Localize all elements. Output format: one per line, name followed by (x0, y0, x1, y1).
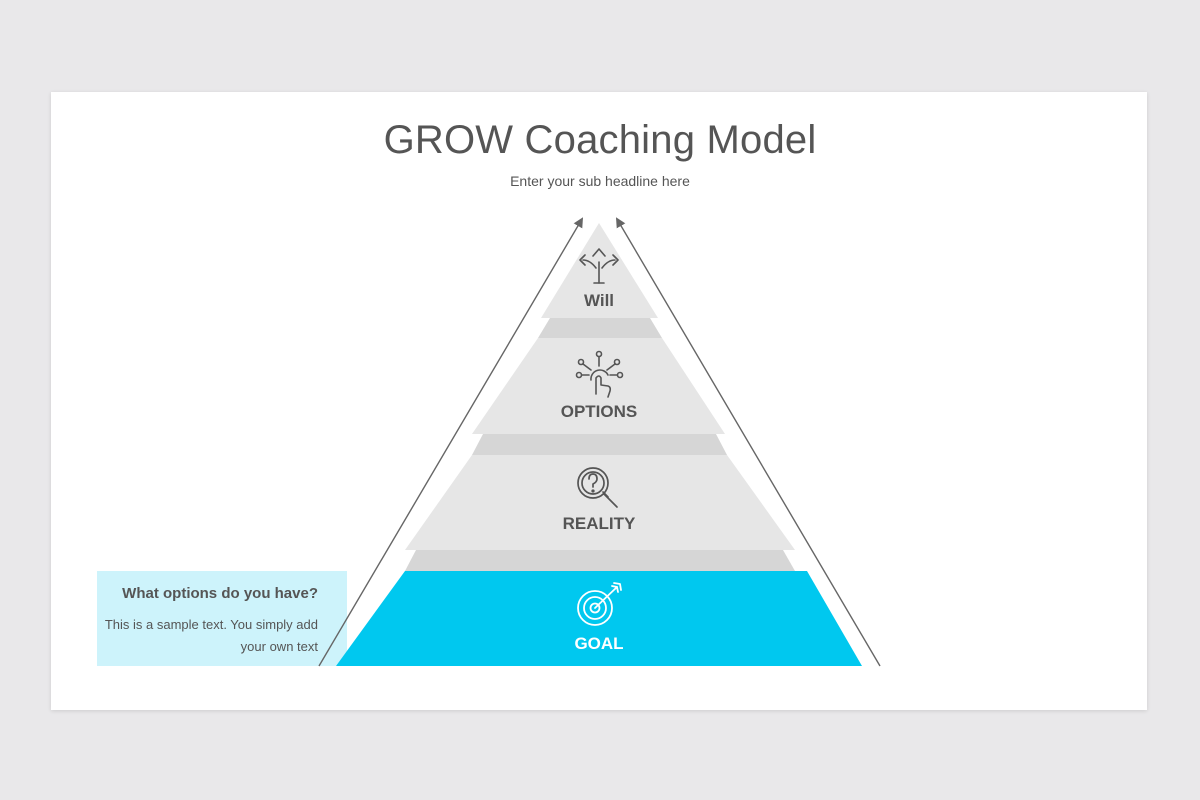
level-label-will: Will (584, 291, 614, 310)
callout-title: What options do you have? (122, 585, 318, 602)
separator-band-3 (405, 550, 795, 571)
callout-body: This is a sample text. You simply add yo… (104, 617, 318, 654)
level-label-options: OPTIONS (561, 402, 638, 421)
separator-band-2 (472, 434, 727, 455)
separator-band-1 (538, 318, 662, 338)
magnifier-question-icon (577, 467, 618, 508)
crossroads-arrows-icon (579, 248, 619, 284)
level-options (472, 338, 725, 434)
touch-options-icon (575, 350, 624, 398)
level-reality (405, 455, 795, 550)
left-arrow (318, 217, 584, 667)
callout-box (97, 571, 347, 666)
target-arrow-icon (577, 582, 622, 626)
level-label-reality: REALITY (563, 514, 636, 533)
right-arrow (615, 217, 881, 667)
slide-title: GROW Coaching Model (383, 118, 817, 162)
slide-subtitle: Enter your sub headline here (510, 173, 690, 189)
level-label-goal: GOAL (574, 634, 623, 653)
